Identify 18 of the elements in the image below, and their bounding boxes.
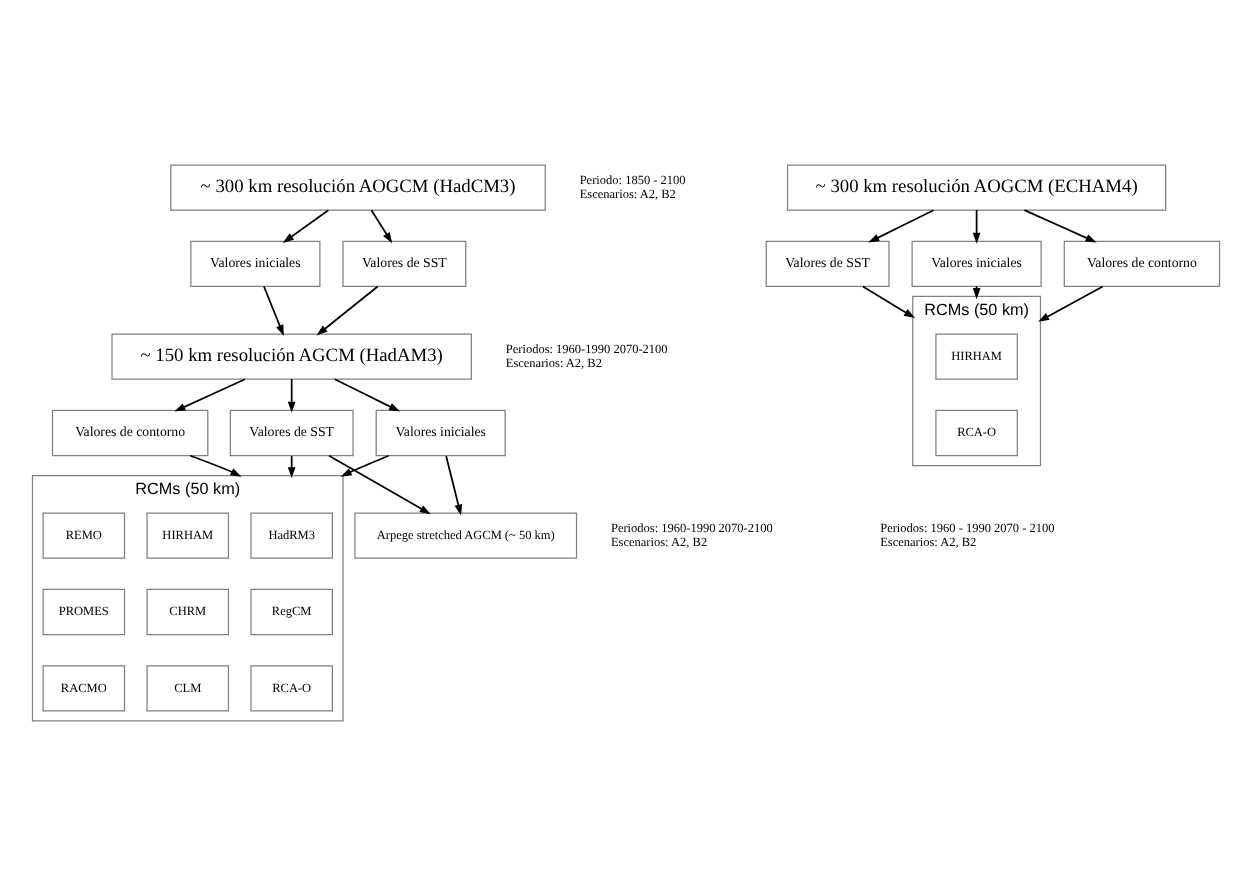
arrow	[1038, 285, 1104, 322]
arrow	[316, 285, 379, 336]
arrow	[189, 454, 242, 477]
arrow	[862, 285, 916, 319]
arrow	[340, 454, 390, 477]
arrow	[868, 209, 935, 243]
arrow	[287, 378, 296, 413]
arrow	[263, 285, 284, 336]
node-box: ~ 150 km resolución AGCM (HadAM3)	[111, 333, 472, 380]
arrow	[370, 209, 393, 244]
arrow	[972, 209, 981, 244]
arrow	[445, 455, 463, 516]
node-box: ~ 300 km resolución AOGCM (HadCM3)	[170, 164, 546, 211]
node-box: ~ 300 km resolución AOGCM (ECHAM4)	[786, 164, 1167, 211]
arrow	[328, 454, 431, 515]
arrow	[287, 455, 296, 479]
arrow	[282, 209, 330, 243]
arrow	[333, 378, 401, 412]
